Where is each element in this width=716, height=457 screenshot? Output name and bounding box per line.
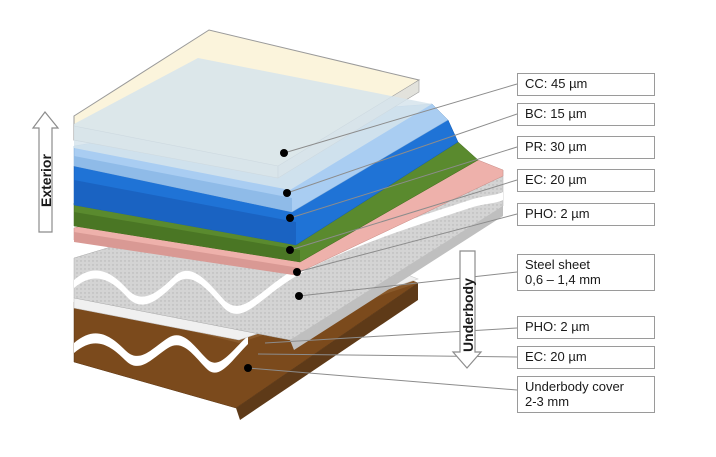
leader-dots: [244, 149, 303, 372]
underbody-label: Underbody: [460, 278, 476, 352]
label-underbody-cover-line2: 2-3 mm: [525, 394, 570, 409]
label-phosphate-top-text: PHO: 2 µm: [525, 206, 590, 221]
label-clear-coat-text: CC: 45 µm: [525, 76, 588, 91]
label-steel-sheet: Steel sheet 0,6 – 1,4 mm: [517, 254, 655, 291]
label-phosphate-bottom-text: PHO: 2 µm: [525, 319, 590, 334]
underbody-arrow: Underbody: [451, 250, 483, 369]
label-underbody-cover: Underbody cover 2-3 mm: [517, 376, 655, 413]
label-ecoat-bottom-text: EC: 20 µm: [525, 349, 587, 364]
label-ecoat-bottom: EC: 20 µm: [517, 346, 655, 369]
label-steel-sheet-line1: Steel sheet: [525, 257, 591, 272]
label-ecoat-top-text: EC: 20 µm: [525, 172, 587, 187]
label-base-coat-text: BC: 15 µm: [525, 106, 587, 121]
label-ecoat-top: EC: 20 µm: [517, 169, 655, 192]
label-phosphate-top: PHO: 2 µm: [517, 203, 655, 226]
label-clear-coat: CC: 45 µm: [517, 73, 655, 96]
label-phosphate-bottom: PHO: 2 µm: [517, 316, 655, 339]
exterior-arrow: Exterior: [31, 111, 60, 233]
label-underbody-cover-line1: Underbody cover: [525, 379, 624, 394]
clearcoat-layer: [73, 29, 432, 190]
exterior-label: Exterior: [38, 154, 54, 207]
label-primer-text: PR: 30 µm: [525, 139, 587, 154]
label-primer: PR: 30 µm: [517, 136, 655, 159]
label-steel-sheet-line2: 0,6 – 1,4 mm: [525, 272, 601, 287]
label-base-coat: BC: 15 µm: [517, 103, 655, 126]
